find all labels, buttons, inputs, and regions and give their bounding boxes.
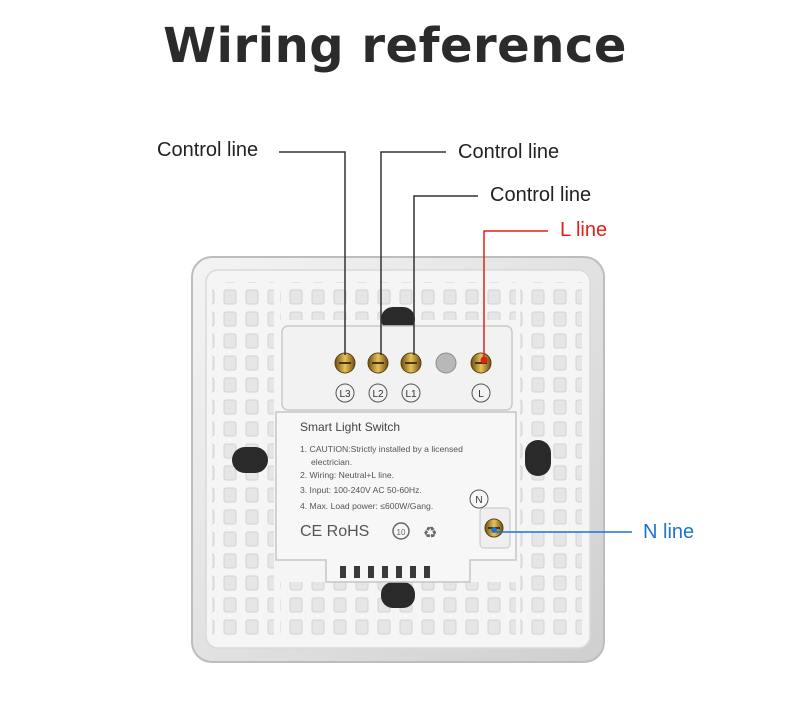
- control-line-label-3: Control line: [490, 184, 592, 206]
- control-line-leader-1: [279, 151, 346, 355]
- control-line-label-1: Control line: [157, 139, 259, 161]
- label-heading: Smart Light Switch: [300, 420, 400, 434]
- ten-year-mark-icon: [392, 522, 410, 540]
- l-line-leader: [483, 230, 548, 357]
- module-vents: [340, 566, 430, 578]
- recycle-icon: ♻: [423, 525, 437, 542]
- right-mounting-slot: [525, 440, 551, 476]
- bottom-mounting-slot: [381, 582, 415, 608]
- terminal-labels: L3 L2 L1 L: [335, 383, 491, 403]
- l-line-dot: [480, 356, 488, 364]
- label-line-2: electrician.: [311, 457, 352, 467]
- certification-marks: CE RoHS: [300, 523, 369, 540]
- terminal-label-l3: L3: [339, 389, 351, 400]
- module-housing: [275, 411, 517, 583]
- terminal-label-l2: L2: [372, 389, 384, 400]
- control-line-leader-3: [413, 195, 478, 355]
- terminal-screw-blank: [435, 352, 457, 374]
- top-mounting-slot: [381, 307, 415, 331]
- label-line-1: 1. CAUTION:Strictly installed by a licen…: [300, 444, 463, 454]
- left-mounting-slot: [232, 447, 268, 473]
- neutral-terminal-label: N: [475, 495, 482, 506]
- terminal-label-l1: L1: [405, 389, 417, 400]
- terminal-block: [281, 325, 513, 411]
- label-line-4: 3. Input: 100-240V AC 50-60Hz.: [300, 485, 422, 495]
- control-line-label-2: Control line: [458, 141, 560, 163]
- page-title: Wiring reference: [163, 18, 627, 74]
- label-line-3: 2. Wiring: Neutral+L line.: [300, 470, 394, 480]
- svg-text:10: 10: [397, 528, 406, 537]
- terminal-label-l: L: [478, 389, 484, 400]
- control-line-leader-2: [380, 151, 446, 355]
- n-line-label: N line: [643, 521, 695, 543]
- label-line-5: 4. Max. Load power: ≤600W/Gang.: [300, 501, 433, 511]
- n-line-dot: [491, 527, 497, 533]
- l-line-label: L line: [560, 219, 608, 241]
